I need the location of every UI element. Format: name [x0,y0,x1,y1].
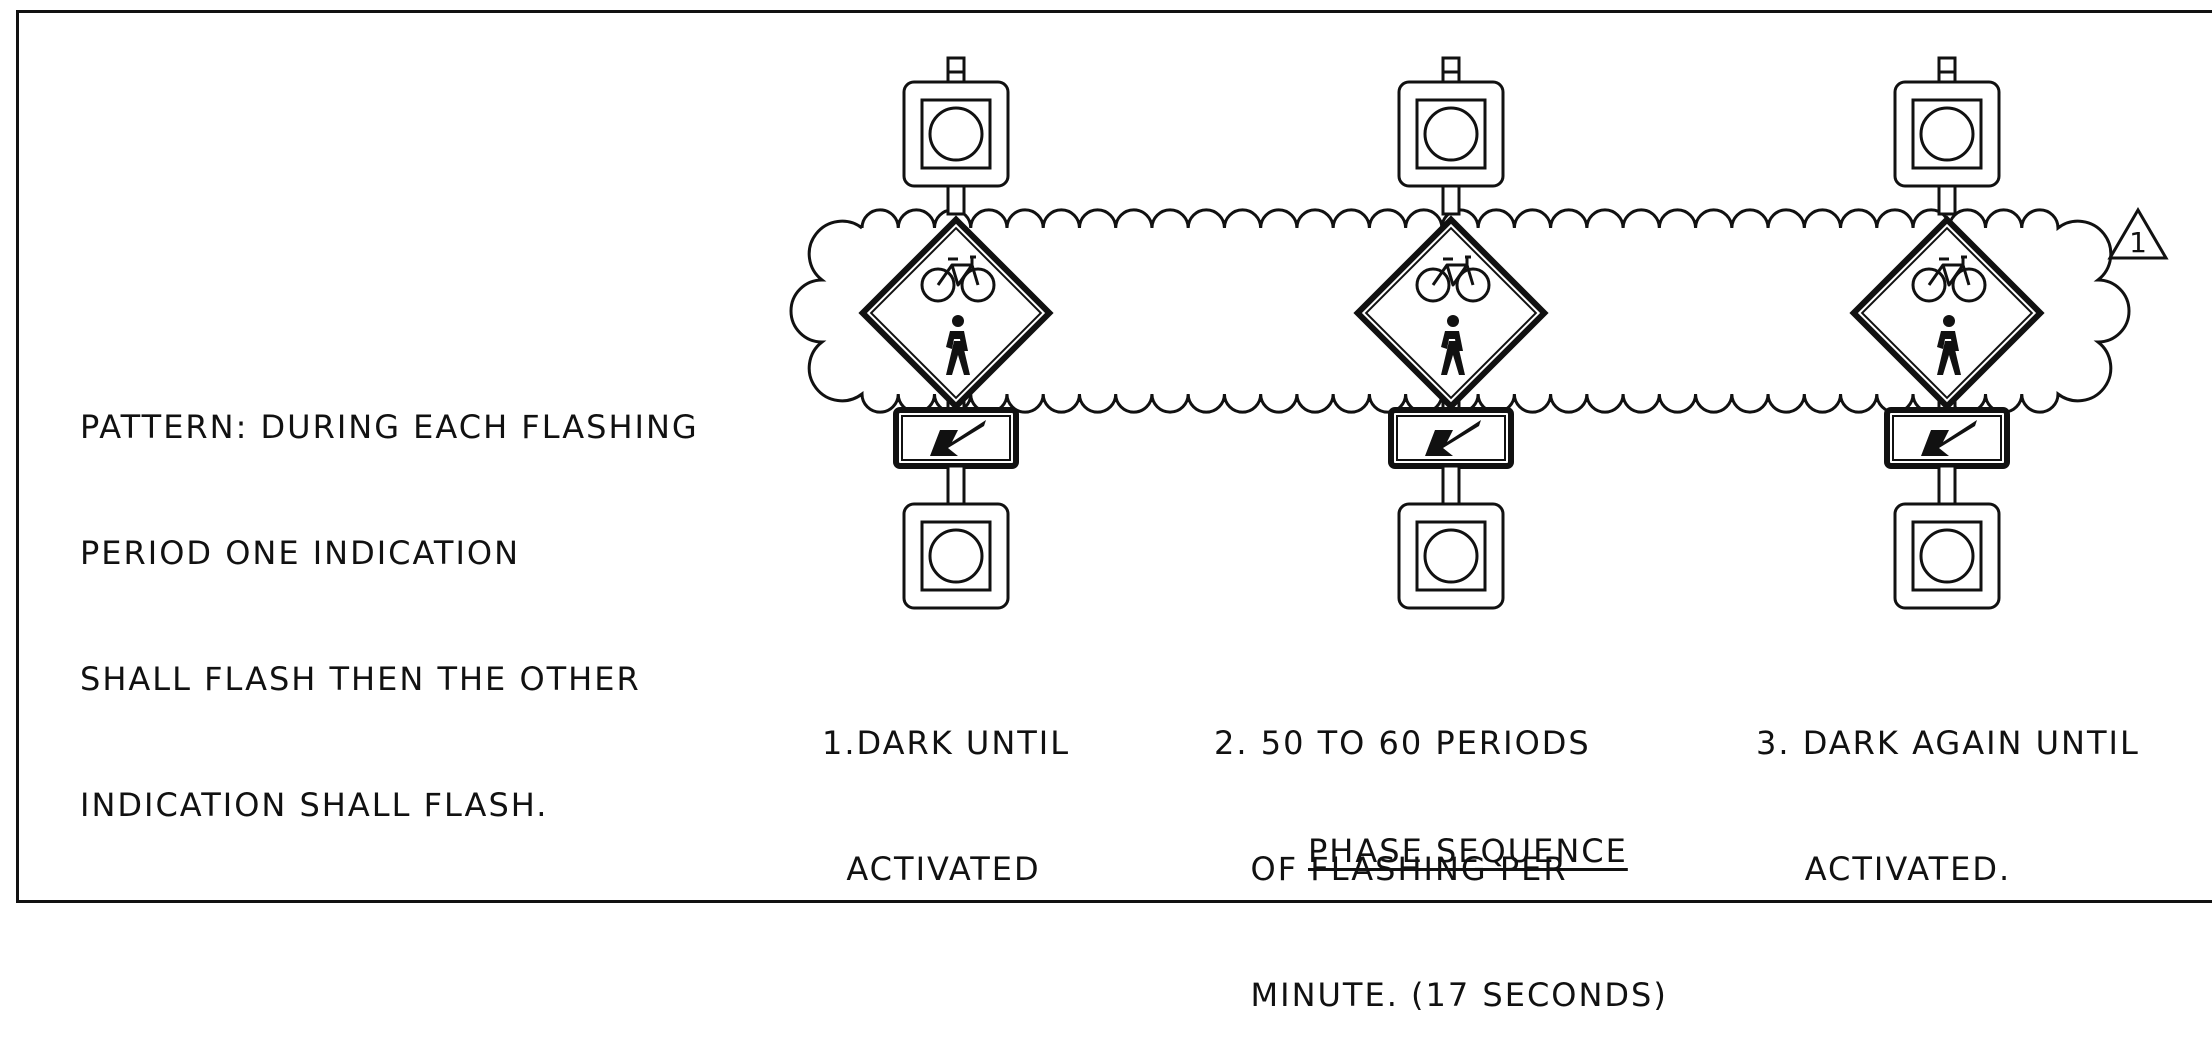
caption-line: 3. DARK AGAIN UNTIL [1756,724,2140,762]
phase-3-caption: 3. DARK AGAIN UNTIL ACTIVATED. [1756,638,2140,932]
drawing-border [16,10,2212,903]
pattern-note-line: INDICATION SHALL FLASH. [80,786,549,824]
revision-cloud-icon [789,208,2131,414]
caption-line: 2. 50 TO 60 PERIODS [1214,724,1591,762]
caption-line: ACTIVATED [822,850,1041,888]
caption-line: MINUTE. (17 SECONDS) [1214,976,1668,1014]
caption-line: 1.DARK UNTIL [822,724,1071,762]
caption-line: ACTIVATED. [1756,850,2012,888]
phase-sequence-diagram: 1 [789,0,2169,905]
beacon-assembly-1 [863,58,1050,608]
revision-number: 1 [2129,226,2147,259]
caption-line: OF FLASHING PER [1214,850,1568,888]
revision-triangle-icon: 1 [2107,207,2169,260]
diagram-title: PHASE SEQUENCE [1308,832,1628,870]
pattern-note-line: PERIOD ONE INDICATION [80,534,521,572]
pattern-note: PATTERN: DURING EACH FLASHING PERIOD ONE… [80,322,699,868]
beacon-assembly-2 [1358,58,1545,608]
phase-1-caption: 1.DARK UNTIL ACTIVATED [822,638,1070,932]
pattern-note-line: SHALL FLASH THEN THE OTHER [80,660,641,698]
pattern-note-line: PATTERN: DURING EACH FLASHING [80,408,699,446]
beacon-assembly-3 [1854,58,2041,608]
